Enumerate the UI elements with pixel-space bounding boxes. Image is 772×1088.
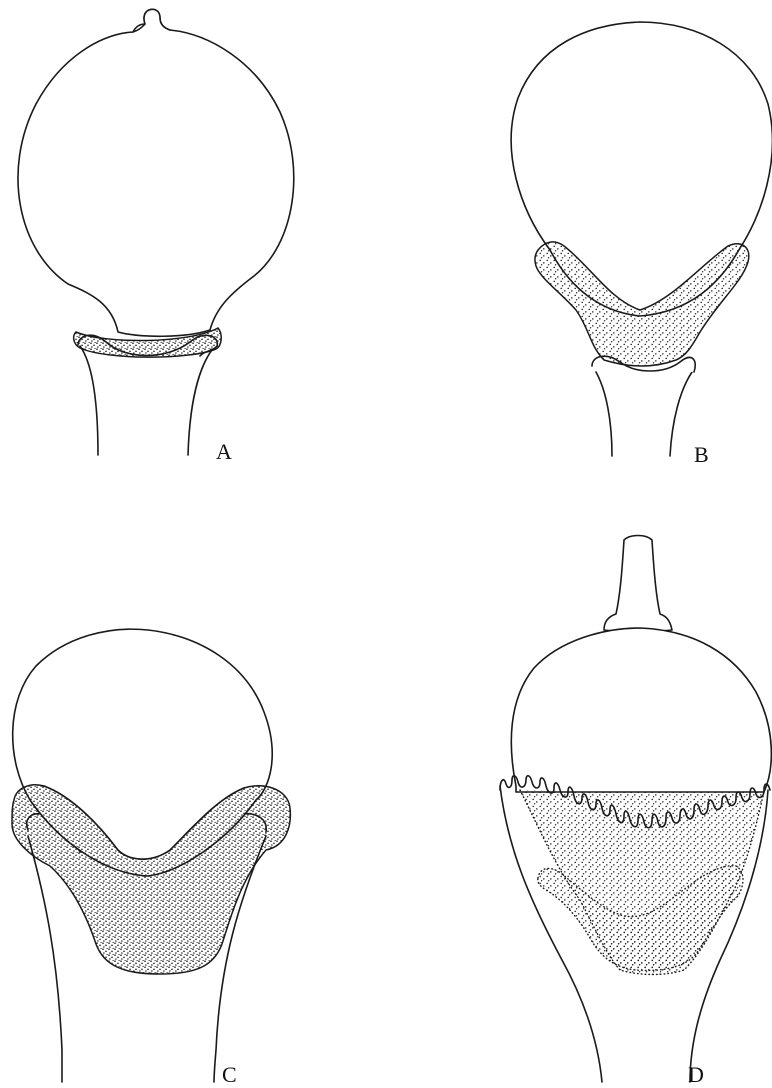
panel-label-d: D xyxy=(688,1062,704,1087)
head-capsule xyxy=(18,9,294,336)
antenna-base xyxy=(604,536,672,632)
panel-c: C xyxy=(12,629,290,1087)
head-capsule xyxy=(511,628,771,792)
neck-right-outline xyxy=(670,372,692,456)
panel-b: B xyxy=(511,22,772,467)
neck-left-outline xyxy=(596,372,612,456)
panel-label-b: B xyxy=(694,442,709,467)
panel-d: D xyxy=(500,536,771,1088)
panel-label-c: C xyxy=(222,1062,237,1087)
panel-a: A xyxy=(18,9,294,464)
neck-right-outline xyxy=(188,346,215,455)
head-tip xyxy=(133,9,170,32)
neck-left-outline xyxy=(80,346,98,455)
panel-label-a: A xyxy=(216,439,232,464)
